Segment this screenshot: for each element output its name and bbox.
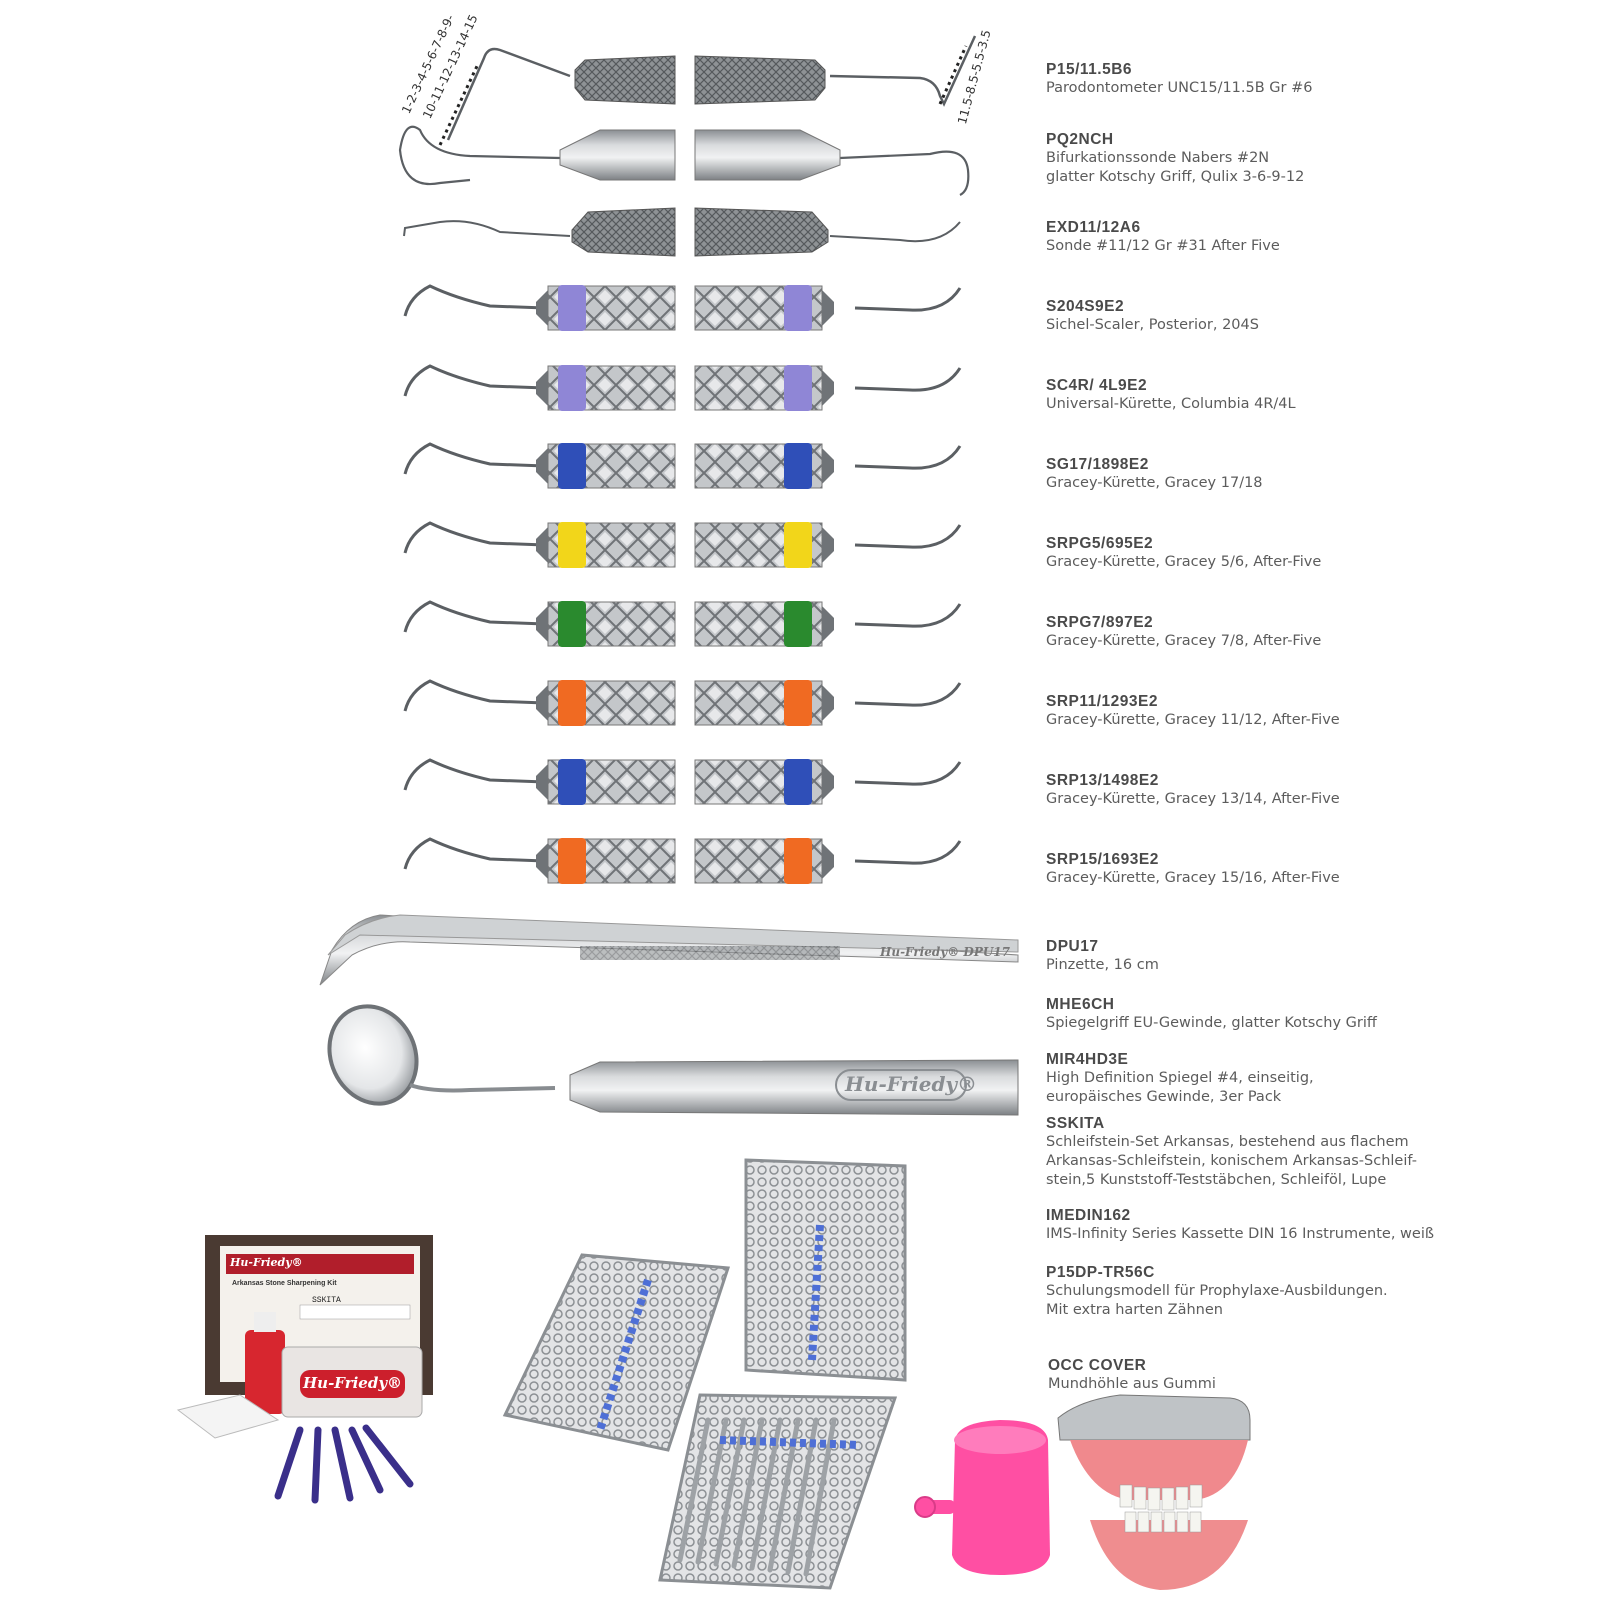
product-description: IMS-Infinity Series Kassette DIN 16 Inst…: [1046, 1226, 1435, 1242]
tweezers-dpu17: [319, 914, 1019, 986]
product-description: Sonde #11/12 Gr #31 After Five: [1046, 238, 1280, 254]
curette-instrument: [403, 442, 962, 489]
product-description: Bifurkationssonde Nabers #2N glatter Kot…: [1046, 150, 1305, 185]
product-item: S204S9E2 Sichel-Scaler, Posterior, 204S: [1046, 297, 1566, 335]
product-item: SRP11/1293E2 Gracey-Kürette, Gracey 11/1…: [1046, 692, 1566, 730]
product-item: OCC COVER Mundhöhle aus Gummi: [1048, 1356, 1568, 1394]
curette-set: [403, 284, 962, 884]
tweezer-brand-mark: Hu-Friedy® DPU17: [880, 945, 1011, 959]
product-item: SRPG7/897E2 Gracey-Kürette, Gracey 7/8, …: [1046, 613, 1566, 651]
mirror-handle-brand-mark: Hu-Friedy®: [845, 1072, 978, 1096]
instrument-p15-probe: [438, 35, 977, 146]
product-item: SRP13/1498E2 Gracey-Kürette, Gracey 13/1…: [1046, 771, 1566, 809]
instrument-exd11: [403, 207, 961, 257]
product-description: High Definition Spiegel #4, einseitig, e…: [1046, 1070, 1314, 1105]
product-description: Parodontometer UNC15/11.5B Gr #6: [1046, 80, 1313, 96]
curette-instrument: [403, 679, 962, 726]
product-description: Mundhöhle aus Gummi: [1048, 1376, 1216, 1392]
product-item: EXD11/12A6 Sonde #11/12 Gr #31 After Fiv…: [1046, 218, 1566, 256]
product-item: SRP15/1693E2 Gracey-Kürette, Gracey 15/1…: [1046, 850, 1566, 888]
product-item: PQ2NCH Bifurkationssonde Nabers #2N glat…: [1046, 130, 1566, 187]
product-item: SG17/1898E2 Gracey-Kürette, Gracey 17/18: [1046, 455, 1566, 493]
kit-brand-mark: Hu-Friedy®: [230, 1256, 303, 1269]
product-description: Spiegelgriff EU-Gewinde, glatter Kotschy…: [1046, 1015, 1377, 1031]
product-code: SSKITA: [1046, 1115, 1105, 1132]
product-description: Sichel-Scaler, Posterior, 204S: [1046, 317, 1259, 333]
product-item: P15/11.5B6 Parodontometer UNC15/11.5B Gr…: [1046, 60, 1566, 98]
product-description: Gracey-Kürette, Gracey 13/14, After-Five: [1046, 791, 1340, 807]
product-item: MHE6CH Spiegelgriff EU-Gewinde, glatter …: [1046, 995, 1566, 1033]
product-item: SSKITA Schleifstein-Set Arkansas, besteh…: [1046, 1114, 1566, 1190]
kit-box-brand-mark: Hu-Friedy®: [303, 1374, 403, 1392]
product-code: SC4R/ 4L9E2: [1046, 377, 1148, 394]
curette-instrument: [403, 600, 962, 647]
product-item: SC4R/ 4L9E2 Universal-Kürette, Columbia …: [1046, 376, 1566, 414]
mouth-mirror: [327, 1004, 1019, 1116]
kit-label: SSKITA: [312, 1296, 341, 1305]
product-item: MIR4HD3E High Definition Spiegel #4, ein…: [1046, 1050, 1566, 1107]
product-code: S204S9E2: [1046, 298, 1125, 315]
product-code: SRP11/1293E2: [1046, 693, 1159, 710]
product-code: SRP15/1693E2: [1046, 851, 1159, 868]
product-code: P15/11.5B6: [1046, 61, 1133, 78]
ims-cassette: [502, 1158, 907, 1590]
product-description: Gracey-Kürette, Gracey 5/6, After-Five: [1046, 554, 1322, 570]
product-code: SRP13/1498E2: [1046, 772, 1159, 789]
occ-cover: [914, 1420, 1050, 1575]
product-code: MHE6CH: [1046, 996, 1115, 1013]
product-description: Gracey-Kürette, Gracey 15/16, After-Five: [1046, 870, 1340, 886]
product-code: DPU17: [1046, 938, 1099, 955]
product-description: Gracey-Kürette, Gracey 11/12, After-Five: [1046, 712, 1340, 728]
sharpening-kit: [176, 1235, 433, 1504]
product-code: OCC COVER: [1048, 1357, 1147, 1374]
kit-box-title: Arkansas Stone Sharpening Kit: [232, 1280, 337, 1287]
product-description: Universal-Kürette, Columbia 4R/4L: [1046, 396, 1296, 412]
product-code: IMEDIN162: [1046, 1207, 1131, 1224]
product-code: P15DP-TR56C: [1046, 1264, 1155, 1281]
curette-instrument: [403, 364, 962, 411]
product-code: SG17/1898E2: [1046, 456, 1149, 473]
product-item: SRPG5/695E2 Gracey-Kürette, Gracey 5/6, …: [1046, 534, 1566, 572]
product-description: Gracey-Kürette, Gracey 17/18: [1046, 475, 1263, 491]
curette-instrument: [403, 758, 962, 805]
curette-instrument: [403, 284, 962, 331]
product-code: SRPG7/897E2: [1046, 614, 1154, 631]
product-item: IMEDIN162 IMS-Infinity Series Kassette D…: [1046, 1206, 1566, 1244]
product-code: PQ2NCH: [1046, 131, 1114, 148]
curette-instrument: [403, 521, 962, 568]
training-model: [1057, 1394, 1251, 1590]
curette-instrument: [403, 837, 962, 884]
product-code: SRPG5/695E2: [1046, 535, 1154, 552]
product-description: Schleifstein-Set Arkansas, bestehend aus…: [1046, 1134, 1417, 1188]
product-item: DPU17 Pinzette, 16 cm: [1046, 937, 1566, 975]
instrument-pq2nch: [398, 125, 970, 196]
product-description: Gracey-Kürette, Gracey 7/8, After-Five: [1046, 633, 1322, 649]
product-code: MIR4HD3E: [1046, 1051, 1129, 1068]
product-description: Pinzette, 16 cm: [1046, 957, 1159, 973]
product-description: Schulungsmodell für Prophylaxe-Ausbildun…: [1046, 1283, 1388, 1318]
product-item: P15DP-TR56C Schulungsmodell für Prophyla…: [1046, 1263, 1566, 1320]
product-code: EXD11/12A6: [1046, 219, 1141, 236]
